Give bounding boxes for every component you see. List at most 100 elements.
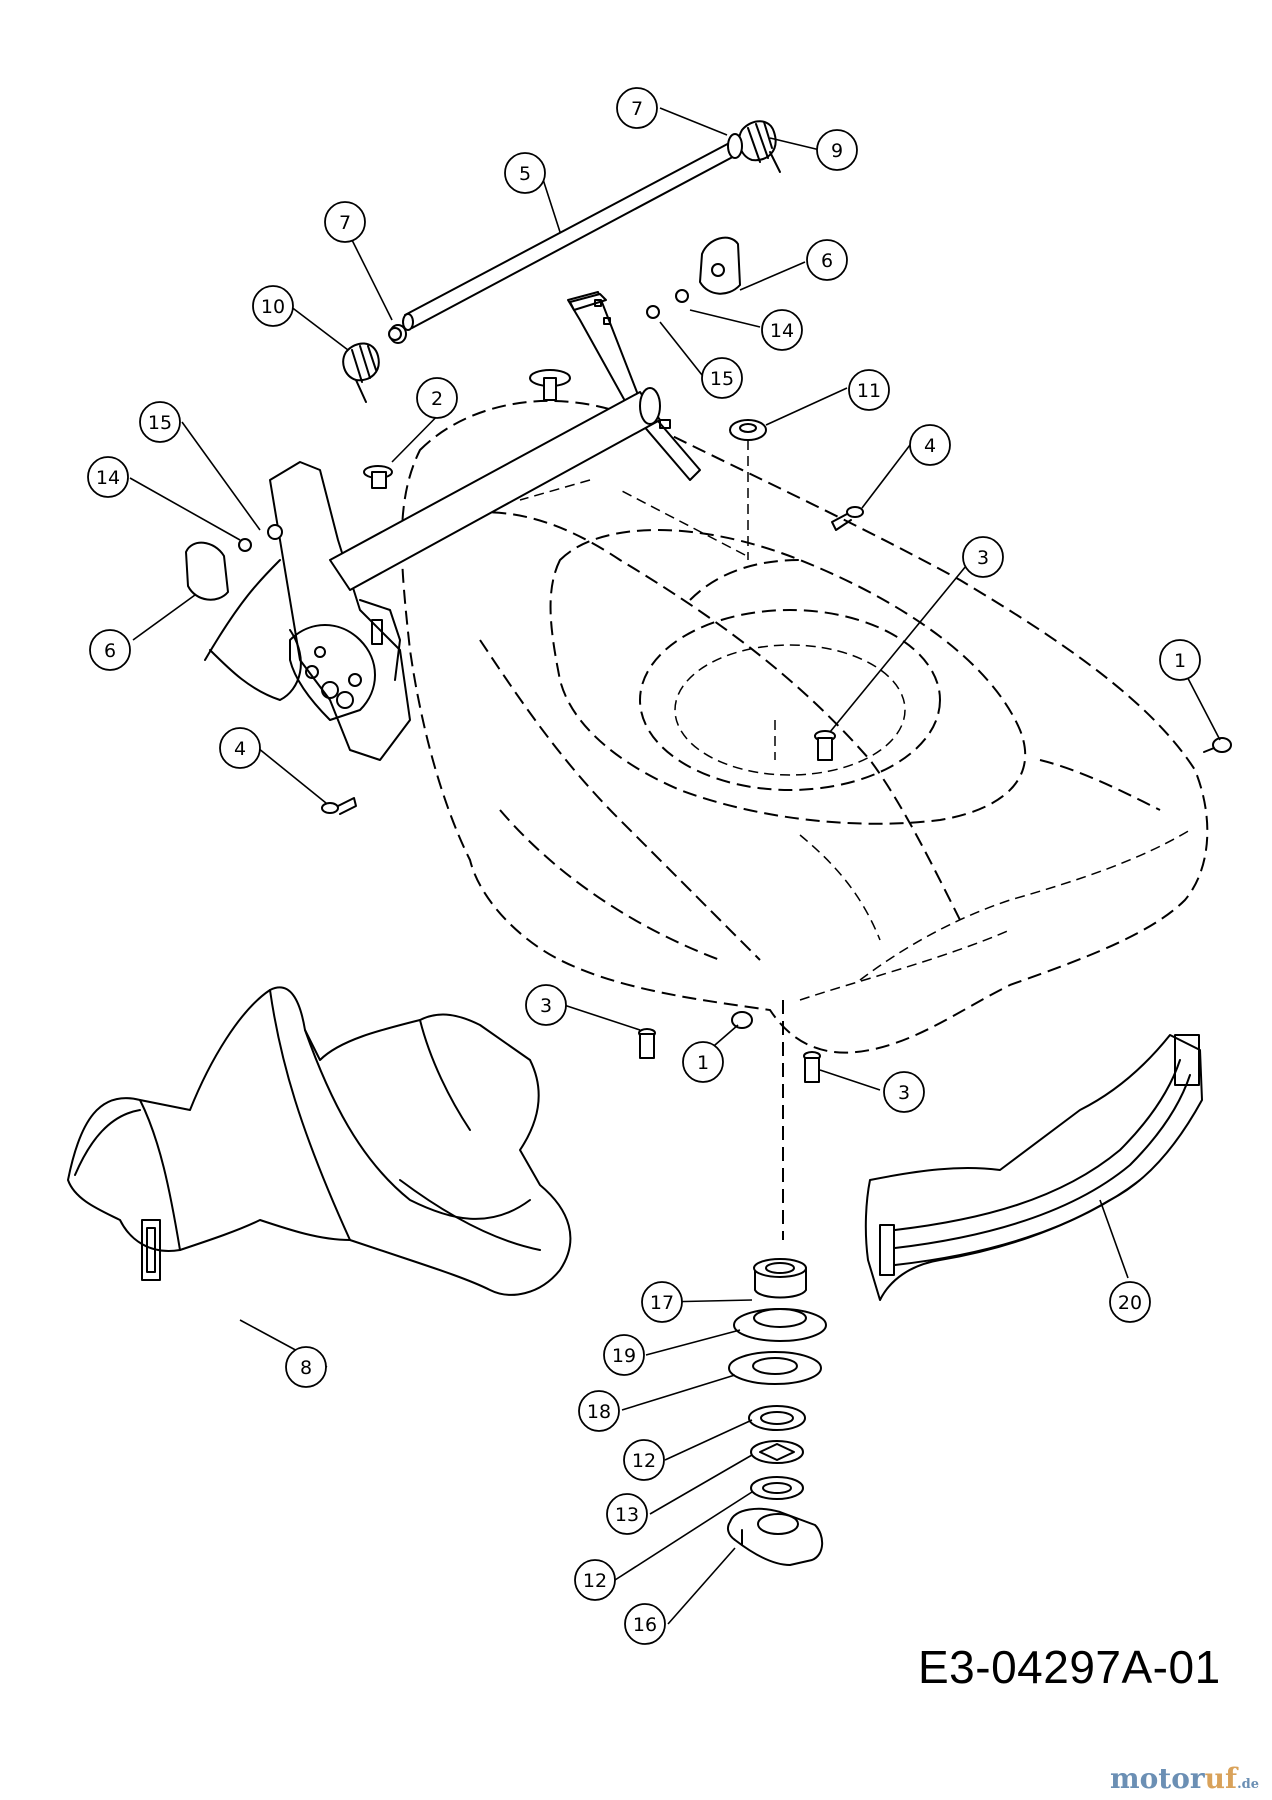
callout-circle [883,1071,925,1113]
callout-circle [848,369,890,411]
nut-center [731,1011,753,1029]
callout-number: 1 [1174,650,1186,672]
callout-2: 2 [416,377,458,419]
callout-circle [1159,639,1201,681]
callout-number: 16 [633,1614,657,1636]
height-adjuster-left [269,461,411,761]
rear-cross-tube [329,387,661,591]
callout-number: 10 [261,296,285,318]
callout-number: 11 [857,380,881,402]
callout-circle [806,239,848,281]
callout-circle [416,377,458,419]
callout-3: 3 [883,1071,925,1113]
callout-9: 9 [816,129,858,171]
callout-number: 20 [1118,1292,1142,1314]
callout-number: 15 [710,368,734,390]
watermark-logo: motoruf.de [1110,1762,1259,1795]
callout-6: 6 [806,239,848,281]
callout-leaders [129,107,1221,1625]
callout-circle [761,309,803,351]
callout-number: 6 [104,640,116,662]
callout-8: 8 [285,1346,327,1388]
callout-number: 3 [540,995,552,1017]
clip-left [388,327,402,341]
drawing-number: E3-04297A-01 [918,1641,1221,1693]
callout-circle [219,727,261,769]
callout-number: 1 [697,1052,709,1074]
adjust-knob-right [699,236,741,295]
callout-number: 3 [977,547,989,569]
discharge-chute [67,986,572,1296]
callout-circle [87,456,129,498]
callout-number: 12 [632,1450,656,1472]
callout-circle [324,201,366,243]
nut-right [1203,737,1232,753]
watermark-part-b: uf [1204,1762,1238,1795]
height-lever-left [209,629,302,701]
callout-14: 14 [761,309,803,351]
height-adjuster-right [567,291,701,481]
callout-4: 4 [909,424,951,466]
lever-arm [204,559,281,661]
callout-7: 7 [324,201,366,243]
spring-right [727,120,781,173]
callout-number: 9 [831,140,843,162]
callout-circle [578,1390,620,1432]
watermark-part-c: .de [1237,1777,1259,1792]
callout-10: 10 [252,285,294,327]
callout-circle [701,357,743,399]
callout-number: 8 [300,1357,312,1379]
callout-number: 7 [339,212,351,234]
callout-5: 5 [504,152,546,194]
callout-11: 11 [848,369,890,411]
callout-15: 15 [701,357,743,399]
callout-15: 15 [139,401,181,443]
callout-number: 4 [234,738,246,760]
callout-number: 2 [431,388,443,410]
callout-circle [139,401,181,443]
pivot-pin-lower [363,465,393,489]
height-bushing [729,419,767,441]
callout-4: 4 [219,727,261,769]
callout-17: 17 [641,1281,683,1323]
callout-number: 12 [583,1570,607,1592]
callout-6: 6 [89,629,131,671]
callout-circle [1109,1281,1151,1323]
callout-number: 6 [821,250,833,272]
pivot-pin-upper [529,369,571,401]
callout-12: 12 [574,1559,616,1601]
callout-16: 16 [624,1603,666,1645]
callout-circle [816,129,858,171]
callout-20: 20 [1109,1281,1151,1323]
callout-7: 7 [616,87,658,129]
callout-3: 3 [962,536,1004,578]
callout-1: 1 [682,1041,724,1083]
callout-circle [606,1493,648,1535]
callout-circle [909,424,951,466]
callout-circle [682,1041,724,1083]
callout-number: 13 [615,1504,639,1526]
callout-circle [603,1334,645,1376]
bolt-upper-right [831,506,864,531]
callout-18: 18 [578,1390,620,1432]
bolt-lower-left [321,797,357,815]
callout-number: 4 [924,435,936,457]
washer-right-small [675,289,689,303]
blade-adapter-stack [726,1258,827,1566]
callout-number: 14 [96,467,120,489]
callout-number: 18 [587,1401,611,1423]
callout-number: 19 [612,1345,636,1367]
callout-3: 3 [525,984,567,1026]
washer-left-small [238,538,252,552]
mower-deck [400,399,1209,1054]
callout-circle [624,1603,666,1645]
callout-circle [285,1346,327,1388]
center-bolt [814,730,836,761]
rear-flap [864,1034,1203,1301]
callout-circle [641,1281,683,1323]
callout-circle [616,87,658,129]
callout-circle [962,536,1004,578]
